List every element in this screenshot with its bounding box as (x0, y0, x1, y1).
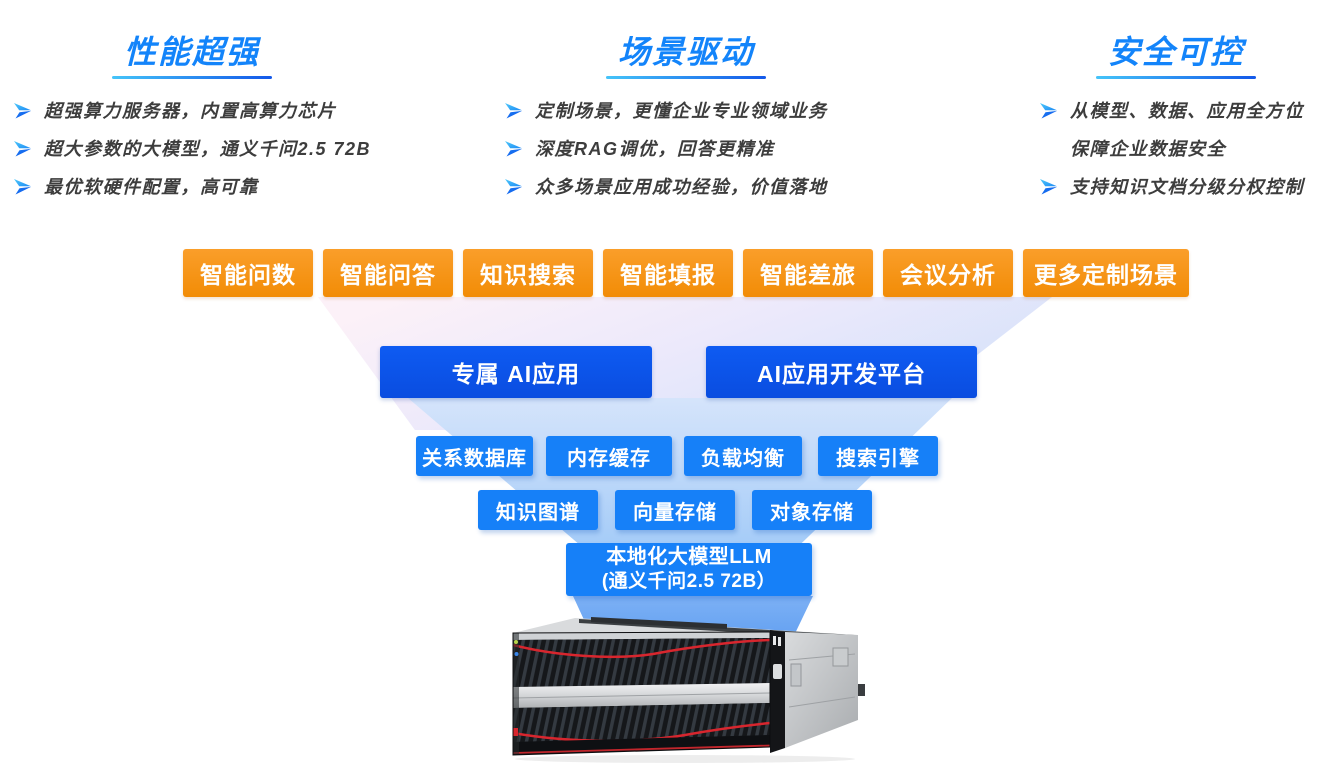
section-title: 安全可控 (1107, 34, 1244, 70)
llm-box: 本地化大模型LLM (通义千问2.5 72B） (566, 543, 812, 596)
bullet-text: 超强算力服务器，内置高算力芯片 (44, 101, 337, 121)
arrow-right-icon (505, 141, 522, 157)
scenario-button-row: 智能问数 智能问答 知识搜索 智能填报 智能差旅 会议分析 更多定制场景 (183, 249, 1189, 297)
bullet-item: 深度RAG调优，回答更精准 (505, 130, 955, 168)
scenario-button: 会议分析 (883, 249, 1013, 297)
arrow-right-icon (14, 141, 31, 157)
bullet-item: 最优软硬件配置，高可靠 (14, 168, 459, 206)
arrow-right-icon (1040, 103, 1057, 119)
bullet-text: 支持知识文档分级分权控制 (1070, 177, 1304, 197)
scenario-button: 智能填报 (603, 249, 733, 297)
middleware-button: 内存缓存 (546, 436, 672, 476)
scenario-button: 智能差旅 (743, 249, 873, 297)
bullet-item: 从模型、数据、应用全方位保障企业数据安全 (1040, 92, 1336, 168)
bullet-text: 最优软硬件配置，高可靠 (44, 177, 259, 197)
section-title: 性能超强 (123, 34, 260, 70)
bullet-item: 定制场景，更懂企业专业领域业务 (505, 92, 955, 130)
bullet-text: 深度RAG调优，回答更精准 (535, 139, 775, 159)
title-underline (1096, 76, 1256, 79)
arrow-right-icon (1040, 179, 1057, 195)
title-underline (112, 76, 272, 79)
middleware-button: 关系数据库 (416, 436, 533, 476)
middleware-button: 搜索引擎 (818, 436, 938, 476)
arrow-right-icon (14, 103, 31, 119)
scenario-button: 更多定制场景 (1023, 249, 1189, 297)
bullet-text: 从模型、数据、应用全方位保障企业数据安全 (1070, 101, 1304, 159)
bullet-text: 众多场景应用成功经验，价值落地 (535, 177, 828, 197)
feature-column-scenario: 场景驱动 定制场景，更懂企业专业领域业务 深度RAG调优，回答更精准 众多场景应… (505, 30, 955, 206)
bullet-item: 众多场景应用成功经验，价值落地 (505, 168, 955, 206)
title-underline (606, 76, 766, 79)
arrow-right-icon (505, 179, 522, 195)
app-button-dedicated-ai: 专属 AI应用 (380, 346, 652, 398)
middleware-button: 知识图谱 (478, 490, 598, 530)
feature-column-security: 安全可控 从模型、数据、应用全方位保障企业数据安全 支持知识文档分级分权控制 (1040, 30, 1336, 206)
bullet-item: 超大参数的大模型，通义千问2.5 72B (14, 130, 459, 168)
arrow-right-icon (505, 103, 522, 119)
section-title: 场景驱动 (617, 34, 754, 70)
server-image (512, 617, 865, 763)
llm-subtitle: (通义千问2.5 72B） (601, 571, 777, 592)
feature-column-performance: 性能超强 超强算力服务器，内置高算力芯片 超大参数的大模型，通义千问2.5 72… (14, 30, 459, 206)
middleware-button: 向量存储 (615, 490, 735, 530)
arrow-right-icon (14, 179, 31, 195)
middleware-button: 负载均衡 (684, 436, 802, 476)
bullet-item: 支持知识文档分级分权控制 (1040, 168, 1336, 206)
app-button-dev-platform: AI应用开发平台 (706, 346, 977, 398)
middleware-button: 对象存储 (752, 490, 872, 530)
scenario-button: 知识搜索 (463, 249, 593, 297)
bullet-text: 超大参数的大模型，通义千问2.5 72B (44, 139, 372, 159)
bullet-text: 定制场景，更懂企业专业领域业务 (535, 101, 828, 121)
bullet-item: 超强算力服务器，内置高算力芯片 (14, 92, 459, 130)
scenario-button: 智能问数 (183, 249, 313, 297)
llm-title: 本地化大模型LLM (606, 546, 772, 568)
scenario-button: 智能问答 (323, 249, 453, 297)
